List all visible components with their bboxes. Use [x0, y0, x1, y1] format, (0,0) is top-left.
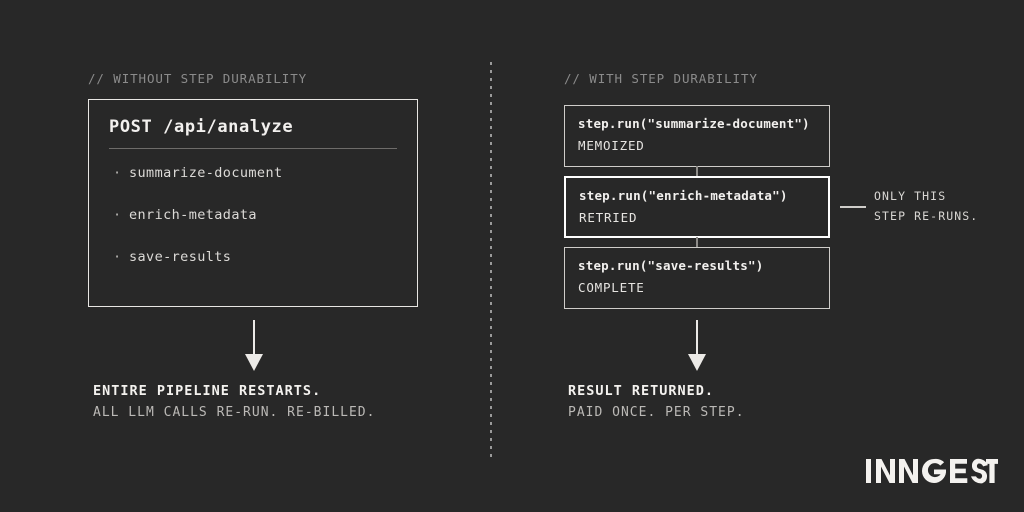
arrow-shaft — [253, 320, 255, 356]
callout-leader-line — [840, 206, 866, 208]
down-arrow-icon — [686, 320, 708, 372]
step-box-enrich-metadata: step.run("enrich-metadata") RETRIED — [564, 176, 830, 238]
step-call-label: step.run("summarize-document") — [578, 116, 810, 131]
callout-annotation: ONLY THIS STEP RE-RUNS. — [874, 186, 978, 226]
left-outcome-primary: ENTIRE PIPELINE RESTARTS. — [93, 383, 322, 399]
monolith-step-label: enrich-metadata — [129, 207, 257, 223]
step-connector — [696, 237, 698, 247]
down-arrow-icon — [243, 320, 265, 372]
callout-line-2: STEP RE-RUNS. — [874, 209, 979, 223]
right-outcome-primary: RESULT RETURNED. — [568, 383, 715, 399]
left-outcome-secondary: ALL LLM CALLS RE-RUN. RE-BILLED. — [93, 405, 376, 420]
monolith-step-item: · save-results — [113, 249, 231, 265]
left-outcome-caption: ENTIRE PIPELINE RESTARTS. ALL LLM CALLS … — [93, 380, 375, 424]
step-status-badge: MEMOIZED — [578, 138, 645, 153]
step-call-label: step.run("enrich-metadata") — [579, 188, 788, 203]
step-status-badge: COMPLETE — [578, 280, 645, 295]
callout-line-1: ONLY THIS — [874, 189, 947, 203]
step-status-badge: RETRIED — [579, 210, 638, 225]
step-box-save-results: step.run("save-results") COMPLETE — [564, 247, 830, 309]
step-box-summarize-document: step.run("summarize-document") MEMOIZED — [564, 105, 830, 167]
monolith-endpoint-title: POST /api/analyze — [109, 117, 294, 137]
monolith-divider-rule — [109, 148, 397, 149]
arrow-head — [245, 354, 263, 371]
monolith-request-box: POST /api/analyze · summarize-document · e… — [88, 99, 418, 307]
monolith-step-item: · summarize-document — [113, 165, 283, 181]
arrow-head — [688, 354, 706, 371]
bullet-icon: · — [113, 165, 122, 181]
arrow-shaft — [696, 320, 698, 356]
right-column-comment: // WITH STEP DURABILITY — [564, 71, 758, 86]
step-call-label: step.run("save-results") — [578, 258, 764, 273]
inngest-logo — [866, 456, 998, 486]
bullet-icon: · — [113, 249, 122, 265]
right-outcome-caption: RESULT RETURNED. PAID ONCE. PER STEP. — [568, 380, 745, 424]
monolith-step-item: · enrich-metadata — [113, 207, 257, 223]
monolith-step-label: summarize-document — [129, 165, 283, 181]
left-column-comment: // WITHOUT STEP DURABILITY — [88, 71, 308, 86]
step-connector — [696, 166, 698, 176]
column-divider — [490, 62, 492, 460]
monolith-step-label: save-results — [129, 249, 232, 265]
inngest-wordmark-icon — [866, 458, 998, 484]
right-outcome-secondary: PAID ONCE. PER STEP. — [568, 405, 745, 420]
bullet-icon: · — [113, 207, 122, 223]
